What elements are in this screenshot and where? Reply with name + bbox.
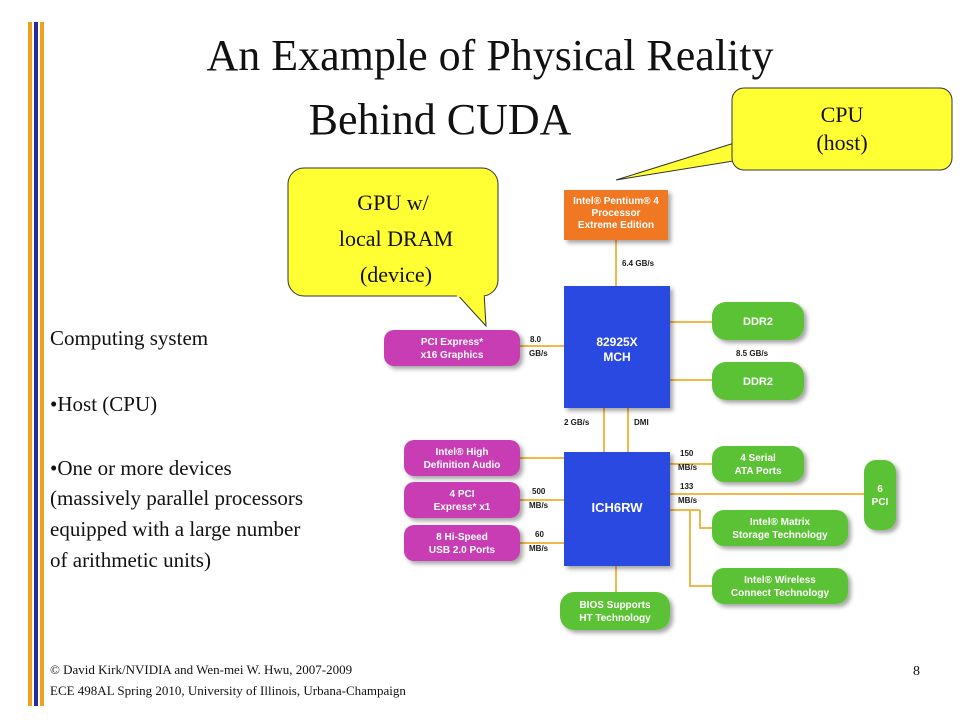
slide-title-line1: An Example of Physical Reality <box>206 31 774 80</box>
bw-cpu-mch: 6.4 GB/s <box>622 259 655 268</box>
footer-copyright: © David Kirk/NVIDIA and Wen-mei W. Hwu, … <box>50 662 353 677</box>
cpu-callout: CPU (host) <box>615 87 953 181</box>
usb-box <box>404 525 520 561</box>
sata-label-2: ATA Ports <box>734 466 781 477</box>
bw-sata-2: MB/s <box>678 463 698 472</box>
ddr2-bottom-box <box>712 362 804 400</box>
bullet-devices-line4: of arithmetic units) <box>50 548 211 572</box>
pcie-graphics-box <box>384 330 520 366</box>
cpu-callout-line1: CPU <box>821 102 864 127</box>
pcie-x1-box <box>404 482 520 518</box>
ich-chip-box <box>564 452 670 566</box>
bw-ddr2: 8.5 GB/s <box>736 349 769 358</box>
accent-bar-blue <box>34 22 38 706</box>
cpu-label-1: Intel® Pentium® 4 <box>573 196 659 207</box>
accent-bar-orange <box>28 22 32 706</box>
ddr2-top-box <box>712 302 804 340</box>
gpu-callout-line1: GPU w/ <box>357 190 429 215</box>
bios-label-1: BIOS Supports <box>579 600 651 611</box>
cpu-label-3: Extreme Edition <box>578 220 654 231</box>
accent-bar-orange-2 <box>40 22 44 706</box>
bios-box <box>560 592 670 630</box>
bw-sata-1: 150 <box>680 449 694 458</box>
cpu-chip-box <box>564 190 668 240</box>
gpu-callout-line3: (device) <box>360 262 432 287</box>
hd-audio-label-2: Definition Audio <box>424 460 501 471</box>
mch-chip-box <box>564 286 670 408</box>
pci-slots-label-2: PCI <box>872 497 889 508</box>
bw-pcie-x1-1: 500 <box>532 487 546 496</box>
matrix-label-2: Storage Technology <box>732 530 828 541</box>
ddr2-top-label: DDR2 <box>743 316 773 328</box>
bw-pci-2: MB/s <box>678 496 698 505</box>
pcie-graphics-label-2: x16 Graphics <box>421 350 484 361</box>
bullet-host: •Host (CPU) <box>50 392 158 416</box>
wireless-box <box>712 568 848 604</box>
bw-pcie-x1-2: MB/s <box>529 501 549 510</box>
bios-label-2: HT Technology <box>579 613 651 624</box>
footer-course: ECE 498AL Spring 2010, University of Ill… <box>50 683 406 698</box>
usb-label-1: 8 Hi-Speed <box>436 532 488 543</box>
pcie-x1-label-1: 4 PCI <box>449 489 474 500</box>
cpu-callout-line2: (host) <box>816 130 867 155</box>
hd-audio-box <box>404 440 520 476</box>
bw-usb-1: 60 <box>535 530 544 539</box>
bullet-devices-line2: (massively parallel processors <box>50 486 304 510</box>
computing-system-heading: Computing system <box>50 326 209 350</box>
pci-slots-label-1: 6 <box>877 484 883 495</box>
wireless-label-2: Connect Technology <box>731 588 830 599</box>
bw-usb-2: MB/s <box>529 544 549 553</box>
mch-label-1: 82925X <box>596 335 637 349</box>
cpu-label-2: Processor <box>592 208 641 219</box>
connector-lines <box>520 240 864 592</box>
gpu-callout-line2: local DRAM <box>339 226 453 251</box>
bw-pci-1: 133 <box>680 482 694 491</box>
usb-label-2: USB 2.0 Ports <box>429 545 496 556</box>
ich-label: ICH6RW <box>591 500 643 515</box>
bw-mch-ich-left: 2 GB/s <box>564 418 590 427</box>
sata-label-1: 4 Serial <box>740 453 776 464</box>
slide-title-line2: Behind CUDA <box>308 95 572 144</box>
bw-pcie-gfx-2: GB/s <box>529 349 548 358</box>
ddr2-bottom-label: DDR2 <box>743 376 773 388</box>
sata-box <box>712 446 804 482</box>
pcie-x1-label-2: Express* x1 <box>434 502 491 513</box>
wireless-label-1: Intel® Wireless <box>744 575 816 586</box>
matrix-storage-box <box>712 510 848 546</box>
pci-slots-box <box>864 460 896 530</box>
bullet-devices-line1: •One or more devices <box>50 456 232 480</box>
page-number: 8 <box>913 664 920 679</box>
bw-pcie-gfx-1: 8.0 <box>530 335 542 344</box>
mch-label-2: MCH <box>603 350 630 364</box>
bw-mch-ich-right: DMI <box>634 418 649 427</box>
hd-audio-label-1: Intel® High <box>436 447 489 458</box>
bullet-devices-line3: equipped with a large number <box>50 517 301 541</box>
gpu-callout: GPU w/ local DRAM (device) <box>287 167 499 328</box>
matrix-label-1: Intel® Matrix <box>750 517 811 528</box>
pcie-graphics-label-1: PCI Express* <box>421 337 483 348</box>
